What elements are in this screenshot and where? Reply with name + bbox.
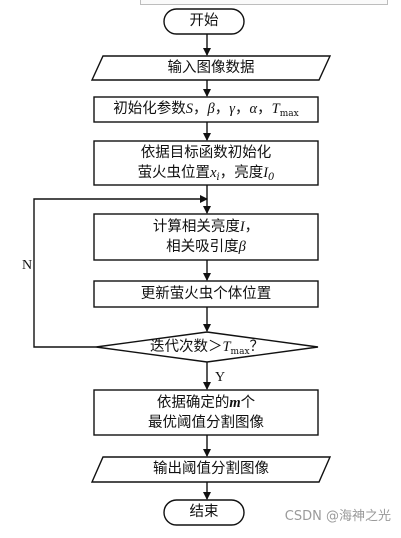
update-node-shape <box>93 280 319 308</box>
compute-node: 计算相关亮度I， 相关吸引度β <box>94 217 318 257</box>
symbol-m: m <box>229 395 241 411</box>
start-label: 开始 <box>189 13 219 29</box>
separator: ， <box>244 219 260 235</box>
init-params-node-shape <box>93 96 319 123</box>
output-node-shape <box>90 456 332 483</box>
output-label: 输出阈值分割图像 <box>153 461 269 477</box>
symbol-T: T <box>271 101 280 117</box>
update-node: 更新萤火虫个体位置 <box>94 284 318 304</box>
symbol-x-subscript: i <box>216 172 220 183</box>
symbol-I: I <box>263 165 269 181</box>
symbol-I-subscript: 0 <box>268 172 275 183</box>
determine-line1-prefix: 依据确定的 <box>156 395 230 411</box>
determine-node-shape <box>93 389 319 436</box>
compute-node-shape <box>93 213 319 261</box>
decision-suffix: ？ <box>249 339 265 355</box>
separator: ， <box>235 101 250 117</box>
input-node-shape <box>90 55 332 81</box>
separator: ， <box>214 101 230 117</box>
symbol-S: S <box>185 101 194 117</box>
separator: ， <box>257 101 272 117</box>
separator: ， <box>193 101 208 117</box>
loop-back-line <box>33 195 208 348</box>
compute-line2: 相关吸引度β <box>94 237 318 257</box>
determine-node: 依据确定的m个 最优阈值分割图像 <box>94 393 318 433</box>
symbol-I: I <box>239 219 245 235</box>
edge-label-yes: Y <box>215 370 226 385</box>
symbol-gamma: γ <box>229 101 235 117</box>
watermark: CSDN @海神之光 <box>284 509 391 524</box>
compute-line2-prefix: 相关吸引度 <box>166 239 239 255</box>
end-label: 结束 <box>189 504 219 520</box>
symbol-T-subscript: max <box>230 347 250 357</box>
symbol-beta: β <box>238 239 246 255</box>
end-node-shape <box>163 499 245 526</box>
symbol-x: x <box>210 165 217 181</box>
cropped-top-border <box>140 0 388 5</box>
symbol-T: T <box>222 339 231 355</box>
input-label: 输入图像数据 <box>167 60 255 76</box>
symbol-alpha: α <box>249 101 258 117</box>
start-node-shape <box>163 8 245 35</box>
init-position-brightness-label: ，亮度 <box>219 165 264 181</box>
symbol-beta: β <box>207 101 215 117</box>
input-node: 输入图像数据 <box>92 58 330 78</box>
init-position-line1: 依据目标函数初始化 <box>140 145 272 161</box>
edge-label-no: N <box>22 258 33 273</box>
decision-prefix: 迭代次数＞ <box>149 339 223 355</box>
decision-node: 迭代次数＞Tmax？ <box>96 337 318 359</box>
determine-line1: 依据确定的m个 <box>94 393 318 413</box>
output-node: 输出阈值分割图像 <box>92 459 330 479</box>
update-label: 更新萤火虫个体位置 <box>140 286 272 302</box>
init-position-line2: 萤火虫位置xi，亮度I0 <box>94 163 318 185</box>
init-params-node: 初始化参数S，β，γ，α，Tmax <box>94 99 318 121</box>
init-position-line2-prefix: 萤火虫位置 <box>137 165 211 181</box>
determine-line2: 最优阈值分割图像 <box>148 415 264 431</box>
symbol-T-subscript: max <box>279 109 299 119</box>
init-position-node-shape <box>93 140 319 186</box>
init-position-node: 依据目标函数初始化 萤火虫位置xi，亮度I0 <box>94 143 318 185</box>
init-params-prefix: 初始化参数 <box>113 101 186 117</box>
start-node: 开始 <box>164 11 244 31</box>
compute-line1: 计算相关亮度I， <box>94 217 318 237</box>
compute-line1-prefix: 计算相关亮度 <box>152 219 240 235</box>
determine-line1-suffix: 个 <box>240 395 256 411</box>
end-node: 结束 <box>164 502 244 522</box>
